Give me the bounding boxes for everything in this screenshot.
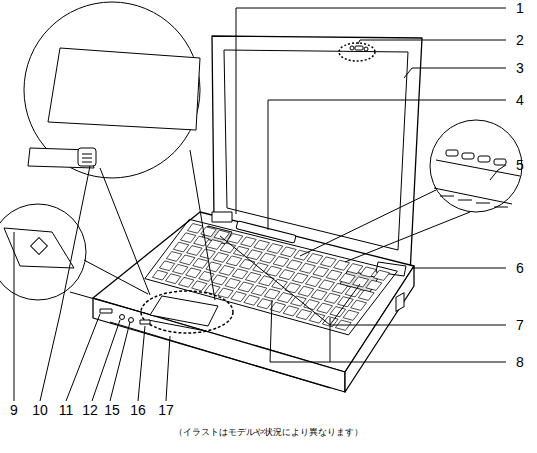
keyboard-key	[334, 260, 350, 270]
keyboard-key	[238, 282, 254, 292]
keyboard-key	[320, 257, 336, 267]
keyboard-key	[273, 257, 289, 267]
callout-number: 2	[516, 33, 524, 47]
callout-number: 6	[516, 261, 524, 275]
keyboard-key	[187, 246, 202, 256]
keyboard-key	[307, 254, 323, 264]
keyboard-key	[214, 230, 230, 240]
keyboard-key	[152, 270, 167, 280]
keyboard-key	[374, 270, 390, 280]
keyboard-key	[231, 292, 246, 302]
keyboard-key	[254, 240, 270, 250]
callout-number: 9	[10, 403, 18, 417]
keyboard-key	[326, 270, 342, 280]
keyboard-key	[338, 297, 354, 307]
keyboard-key	[245, 272, 261, 282]
keyboard-key	[225, 278, 240, 288]
keyboard-key	[180, 255, 195, 265]
keyboard-key	[298, 286, 314, 296]
keyboard-key	[317, 303, 333, 313]
keyboard-key	[159, 261, 174, 271]
callout-number: 8	[516, 355, 524, 369]
keyboard-key	[166, 252, 181, 262]
keyboard-key	[283, 306, 299, 316]
callout-number: 17	[158, 403, 174, 417]
keyboard-key	[296, 309, 312, 319]
keyboard-key	[179, 277, 194, 287]
keyboard-key	[264, 289, 280, 299]
keyboard-key	[324, 293, 340, 303]
keyboard-key	[285, 283, 301, 293]
keyboard-key	[187, 224, 202, 234]
keyboard-key	[218, 288, 233, 298]
keyboard-key	[241, 237, 257, 247]
keyboard-key	[339, 273, 355, 283]
keyboard-key	[311, 290, 327, 300]
callout-number: 3	[516, 61, 524, 75]
keyboard-key	[343, 310, 359, 320]
keyboard-key	[305, 276, 321, 286]
keyboard-key	[300, 263, 316, 273]
keyboard-key	[304, 300, 320, 310]
keyboard-key	[226, 256, 242, 266]
keyboard-key	[180, 233, 195, 243]
keyboard-key	[247, 250, 263, 260]
callout-number: 16	[130, 403, 146, 417]
keyboard-key	[219, 265, 234, 275]
callout-number: 15	[104, 403, 120, 417]
keyboard-key	[345, 287, 361, 297]
keyboard-key	[192, 281, 207, 291]
keyboard-key	[186, 268, 201, 278]
keyboard-key	[212, 275, 227, 285]
callout-number: 5	[516, 158, 524, 172]
keyboard-key	[206, 262, 221, 272]
keyboard-key	[244, 295, 260, 305]
keyboard-key	[358, 290, 374, 300]
keyboard-key	[360, 267, 376, 277]
keyboard-key	[239, 259, 255, 269]
keyboard-key	[194, 236, 209, 246]
keyboard-key	[257, 299, 273, 309]
keyboard-key	[313, 267, 329, 277]
keyboard-key	[251, 285, 267, 295]
keyboard-key	[220, 243, 236, 253]
callout-number: 4	[516, 93, 524, 107]
keyboard-key	[330, 307, 346, 317]
keyboard-key	[165, 274, 180, 284]
keyboard-key	[213, 252, 228, 262]
keyboard-key	[319, 280, 335, 290]
keyboard-key	[260, 253, 276, 263]
callout-number: 1	[516, 1, 524, 15]
callout-number: 11	[59, 403, 74, 417]
keyboard-key	[351, 300, 367, 310]
keyboard-key	[270, 302, 286, 312]
callout-number: 12	[82, 403, 98, 417]
keyboard-key	[193, 258, 208, 268]
keyboard-key	[286, 260, 302, 270]
keyboard-key	[347, 264, 363, 274]
keyboard-key	[173, 264, 188, 274]
caption: （イラストはモデルや状況により異なります）	[174, 426, 363, 439]
keyboard-key	[279, 270, 295, 280]
keyboard-key	[227, 234, 243, 244]
keyboard-key	[332, 283, 348, 293]
keyboard-key	[353, 277, 369, 287]
callout-number: 10	[32, 403, 48, 417]
keyboard-key	[173, 242, 188, 252]
keyboard-key	[291, 296, 307, 306]
callout-number: 7	[516, 318, 524, 332]
keyboard-key	[267, 244, 283, 254]
keyboard-key	[277, 293, 293, 303]
keyboard-key	[207, 240, 222, 250]
keyboard-key	[232, 269, 248, 279]
keyboard-key	[280, 247, 296, 257]
keyboard-key	[366, 280, 382, 290]
keyboard-key	[233, 246, 249, 256]
keyboard-key	[292, 273, 308, 283]
